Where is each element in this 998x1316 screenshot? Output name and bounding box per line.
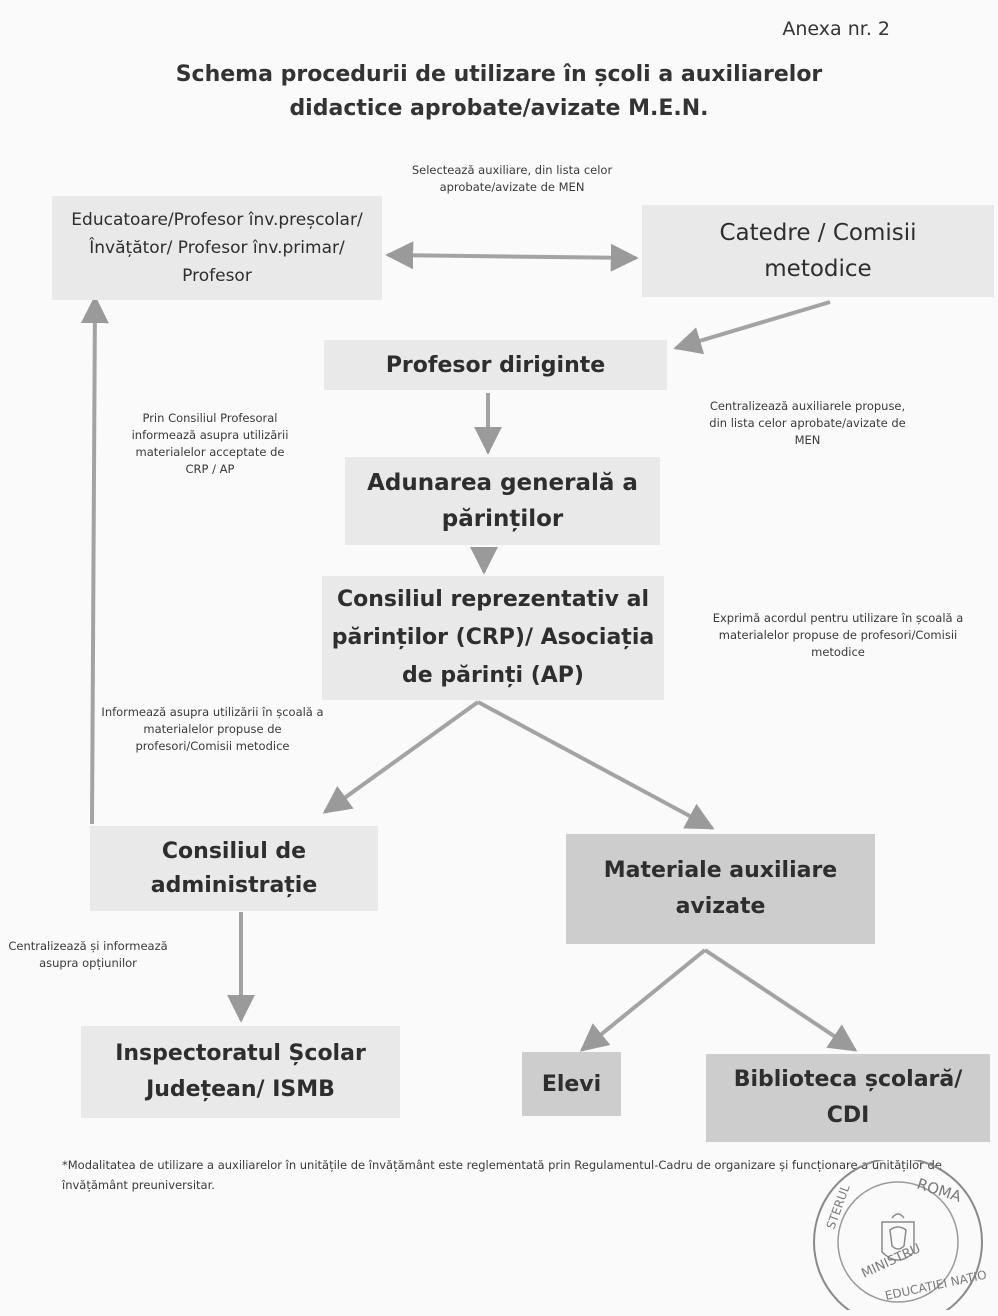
node-consiliul-adm: Consiliul de administrație — [90, 826, 378, 911]
arrow-crp-consiliul — [322, 700, 480, 814]
arrow-teachers-catedre — [385, 241, 639, 272]
node-biblioteca: Biblioteca școlară/ CDI — [706, 1054, 990, 1142]
node-elevi-label: Elevi — [541, 1071, 602, 1097]
arrow-materiale-elevi — [579, 948, 707, 1052]
svg-text:ROMA: ROMA — [915, 1175, 964, 1206]
node-materiale: Materiale auxiliare avizate — [566, 834, 875, 944]
note-informeaza: Informează asupra utilizării în școală a… — [101, 705, 324, 753]
node-diriginte-label: Profesor diriginte — [385, 352, 606, 378]
node-adunarea-label: Adunarea generală a părinților — [367, 470, 638, 532]
node-catedre-label: Catedre / Comisii metodice — [719, 220, 917, 282]
node-inspectorat: Inspectoratul Școlar Județean/ ISMB — [81, 1026, 400, 1118]
node-crp-label: Consiliul reprezentativ al părinților (C… — [331, 587, 655, 688]
svg-text:STERUL: STERUL — [824, 1182, 853, 1231]
node-teachers: Educatoare/Profesor înv.preșcolar/Învăță… — [52, 196, 382, 300]
annex-label: Anexa nr. 2 — [782, 18, 890, 40]
arrow-crp-materiale — [477, 700, 715, 830]
node-catedre: Catedre / Comisii metodice — [642, 205, 994, 297]
note-selecteaza: Selectează auxiliare, din lista celor ap… — [411, 163, 613, 194]
node-consiliul-adm-label: Consiliul de administrație — [150, 838, 318, 898]
coat-of-arms-icon — [881, 1213, 915, 1261]
diagram-title: Schema procedurii de utilizare în școli … — [175, 62, 823, 121]
note-centralizeaza-optiuni: Centralizează și informează asupra opțiu… — [8, 939, 168, 970]
note-centralizeaza-auxiliare: Centralizează auxiliarele propuse, din l… — [709, 399, 906, 447]
node-adunarea: Adunarea generală a părinților — [345, 457, 660, 545]
arrow-materiale-biblioteca — [703, 948, 858, 1052]
arrow-consiliul-teachers — [80, 295, 109, 825]
node-biblioteca-label: Biblioteca școlară/ CDI — [733, 1067, 963, 1128]
node-diriginte: Profesor diriginte — [324, 340, 667, 390]
official-stamp: ROMA STERUL MINISTRU EDUCAȚIEI NAȚIO — [813, 1160, 988, 1310]
node-materiale-label: Materiale auxiliare avizate — [603, 858, 838, 919]
node-crp: Consiliul reprezentativ al părinților (C… — [322, 576, 664, 700]
node-inspectorat-label: Inspectoratul Școlar Județean/ ISMB — [115, 1041, 366, 1102]
svg-text:MINISTRU: MINISTRU — [859, 1241, 923, 1281]
svg-text:EDUCAȚIEI NAȚIO: EDUCAȚIEI NAȚIO — [884, 1268, 988, 1303]
note-exprima-acordul: Exprimă acordul pentru utilizare în școa… — [712, 611, 964, 659]
note-prin-consiliul: Prin Consiliul Profesoral informează asu… — [131, 411, 289, 476]
arrow-catedre-diriginte — [673, 300, 831, 355]
footnote: *Modalitatea de utilizare a auxiliarelor… — [62, 1158, 942, 1192]
node-teachers-label: Educatoare/Profesor înv.preșcolar/Învăță… — [71, 210, 363, 286]
node-elevi: Elevi — [522, 1052, 621, 1116]
